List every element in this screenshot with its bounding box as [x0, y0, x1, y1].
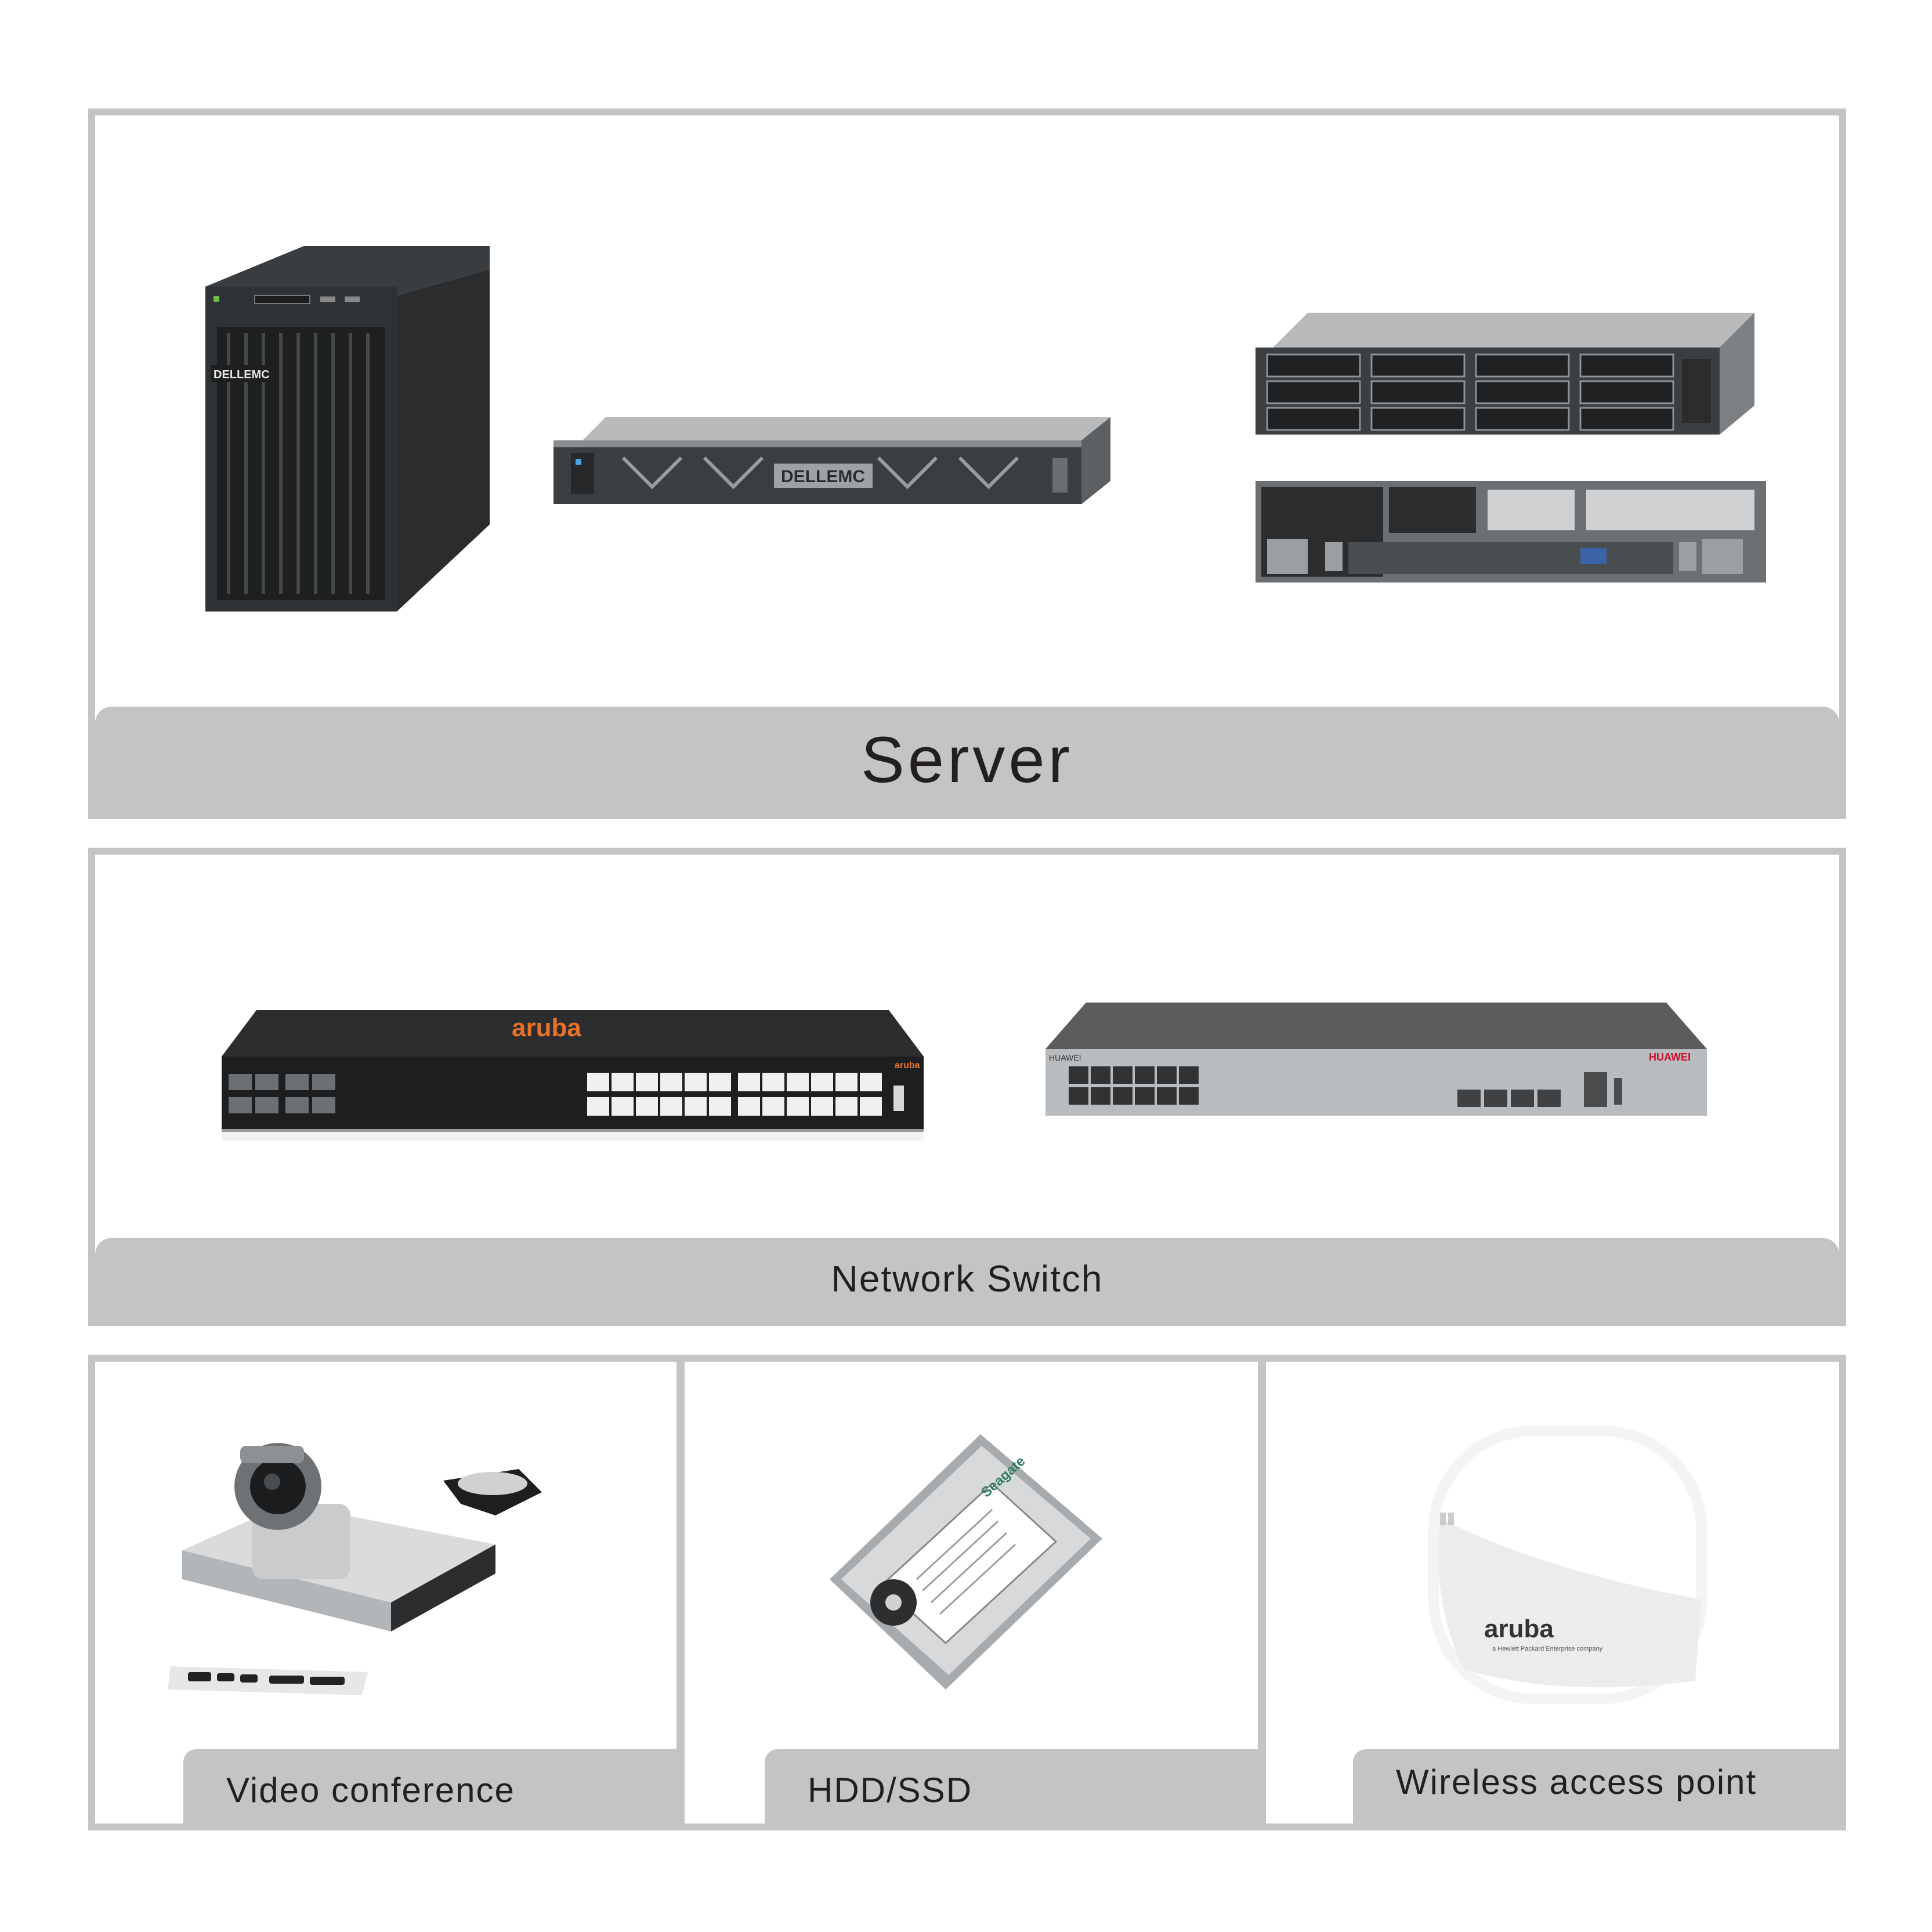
network-switch-icon: HUAWEI HUAWEI [1045, 1003, 1707, 1116]
svg-text:aruba: aruba [1484, 1615, 1554, 1643]
svg-text:DELLEMC: DELLEMC [214, 368, 270, 381]
video-conference-label: Video conference [183, 1749, 676, 1824]
network-switch-label: Network Switch [95, 1238, 1839, 1319]
tower-server-icon: DELLEMC [205, 246, 490, 612]
svg-text:HUAWEI: HUAWEI [1049, 1053, 1081, 1062]
server-label: Server [95, 707, 1839, 812]
server-panel: DELLEMC DELLEMC [88, 108, 1846, 819]
rack-server-2u-icon [1256, 313, 1766, 583]
ptz-camera-icon [168, 1443, 542, 1695]
rack-server-1u-icon: DELLEMC [553, 417, 1110, 504]
storage-panel: Seagate HDD/SSD [685, 1362, 1258, 1824]
wireless-panel: aruba a Hewlett Packard Enterprise compa… [1266, 1362, 1839, 1824]
access-point-icon: aruba a Hewlett Packard Enterprise compa… [1428, 1426, 1707, 1704]
network-switch-panel: aruba aruba HUAWEI HUAWEI [88, 848, 1846, 1326]
storage-label: HDD/SSD [765, 1749, 1258, 1824]
wireless-label: Wireless access point [1353, 1749, 1839, 1824]
column-divider [676, 1362, 685, 1824]
svg-text:aruba: aruba [512, 1014, 581, 1042]
bottom-row-panel: Video conference Seagate HDD/SSD aruba a [88, 1355, 1846, 1830]
hard-disk-icon: Seagate [830, 1434, 1102, 1689]
svg-text:DELLEMC: DELLEMC [781, 467, 865, 486]
svg-text:HUAWEI: HUAWEI [1649, 1051, 1691, 1063]
svg-text:a Hewlett Packard Enterprise c: a Hewlett Packard Enterprise company [1492, 1645, 1603, 1652]
svg-text:aruba: aruba [895, 1061, 920, 1070]
video-conference-panel: Video conference [95, 1362, 676, 1824]
column-divider [1258, 1362, 1266, 1824]
network-switch-icon: aruba aruba [222, 1010, 924, 1141]
